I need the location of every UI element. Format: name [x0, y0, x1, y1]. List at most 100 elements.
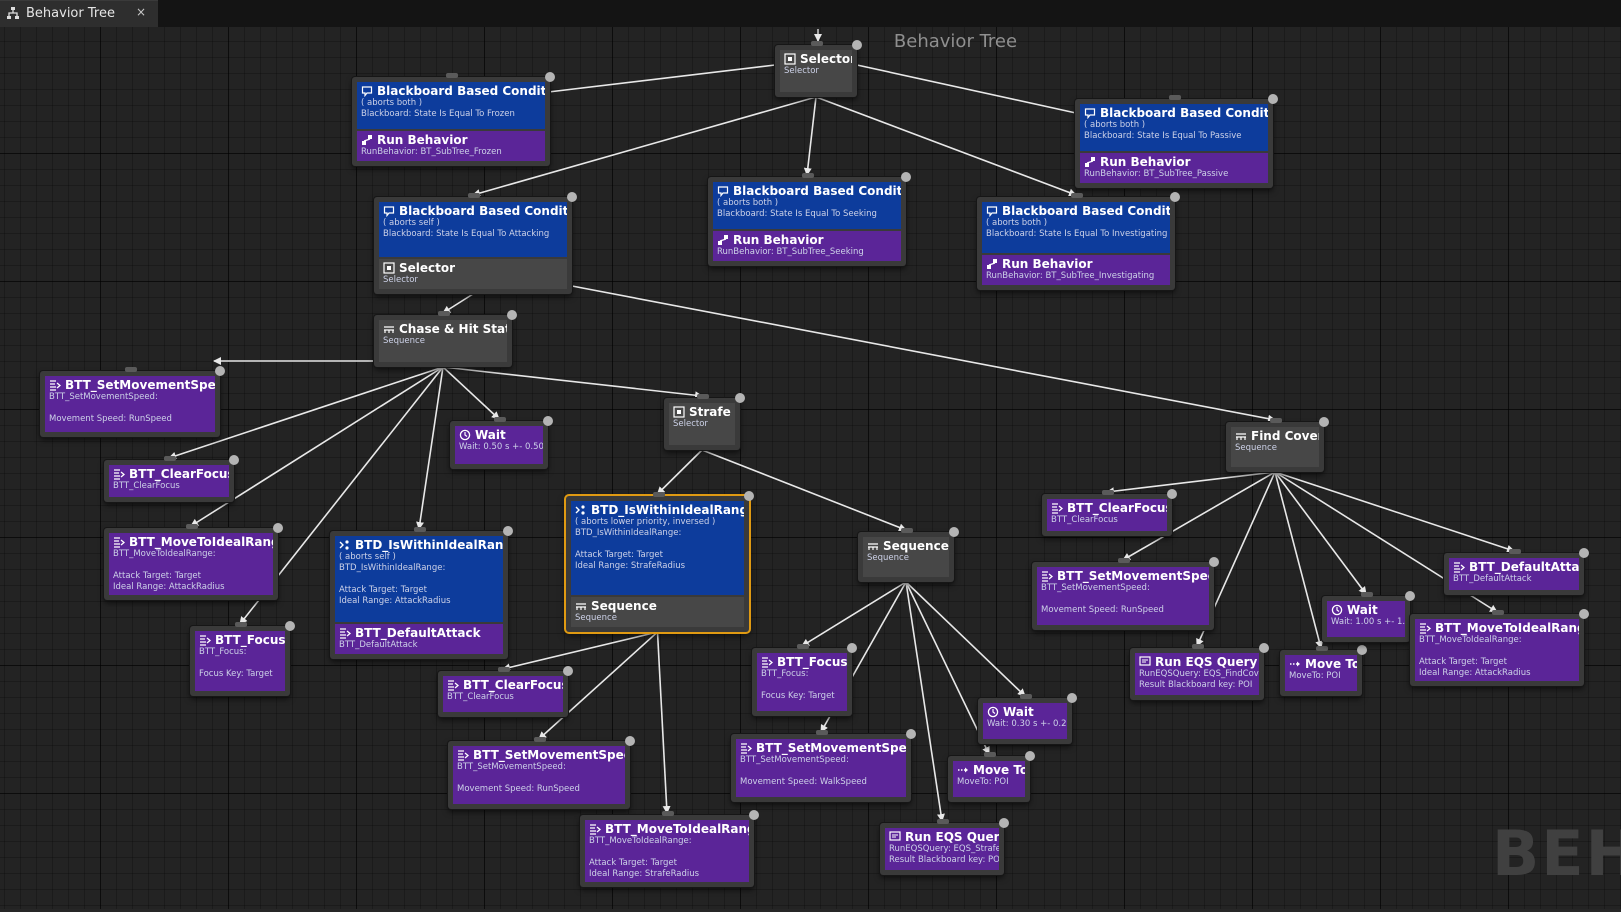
output-pin[interactable]: [229, 455, 239, 465]
node-s2-setspeed[interactable]: BTT_SetMovementSpeedBTT_SetMovementSpeed…: [731, 729, 916, 802]
input-pin[interactable]: [697, 394, 709, 399]
output-pin[interactable]: [563, 666, 573, 676]
input-pin[interactable]: [652, 492, 665, 497]
output-pin[interactable]: [545, 72, 555, 82]
input-pin[interactable]: [125, 367, 137, 372]
output-pin[interactable]: [625, 736, 635, 746]
output-pin[interactable]: [906, 729, 916, 739]
node-frozen[interactable]: Blackboard Based Condition( aborts both …: [352, 72, 555, 166]
input-pin[interactable]: [1192, 644, 1204, 649]
output-pin[interactable]: [1319, 417, 1329, 427]
output-pin[interactable]: [1579, 548, 1589, 558]
input-pin[interactable]: [164, 456, 176, 461]
output-pin[interactable]: [507, 310, 517, 320]
input-pin[interactable]: [1071, 193, 1083, 198]
output-pin[interactable]: [999, 818, 1009, 828]
task-block[interactable]: BTT_SetMovementSpeedBTT_SetMovementSpeed…: [736, 739, 906, 797]
input-pin[interactable]: [438, 311, 450, 316]
output-pin[interactable]: [285, 621, 295, 631]
input-pin[interactable]: [1020, 694, 1032, 699]
input-pin[interactable]: [1361, 592, 1373, 597]
close-icon[interactable]: ×: [136, 5, 147, 19]
node-ch-setspeed[interactable]: BTT_SetMovementSpeedBTT_SetMovementSpeed…: [40, 366, 225, 437]
input-pin[interactable]: [186, 524, 198, 529]
output-pin[interactable]: [567, 192, 577, 202]
input-pin[interactable]: [662, 811, 674, 816]
output-pin[interactable]: [273, 523, 283, 533]
node-seeking[interactable]: Blackboard Based Condition( aborts both …: [708, 172, 911, 266]
input-pin[interactable]: [494, 417, 506, 422]
tab-behavior-tree[interactable]: Behavior Tree ×: [0, 0, 158, 28]
output-pin[interactable]: [1405, 591, 1415, 601]
input-pin[interactable]: [1118, 558, 1130, 563]
output-pin[interactable]: [1025, 751, 1035, 761]
decorator-block[interactable]: Blackboard Based Condition( aborts self …: [379, 202, 567, 257]
input-pin[interactable]: [802, 173, 814, 178]
input-pin[interactable]: [797, 644, 809, 649]
decorator-block[interactable]: BTD_IsWithinIdealRange( aborts self )BTD…: [335, 536, 503, 622]
output-pin[interactable]: [1268, 94, 1278, 104]
output-pin[interactable]: [1579, 609, 1589, 619]
task-block[interactable]: BTT_SetMovementSpeedBTT_SetMovementSpeed…: [45, 376, 215, 432]
output-pin[interactable]: [949, 527, 959, 537]
input-pin[interactable]: [498, 667, 510, 672]
output-pin[interactable]: [1170, 192, 1180, 202]
output-pin[interactable]: [847, 643, 857, 653]
input-pin[interactable]: [534, 737, 546, 742]
decorator-block[interactable]: Blackboard Based Condition( aborts both …: [357, 82, 545, 129]
output-pin[interactable]: [503, 526, 513, 536]
output-pin[interactable]: [852, 40, 862, 50]
input-pin[interactable]: [1509, 549, 1521, 554]
decorator-block[interactable]: Blackboard Based Condition( aborts both …: [713, 182, 901, 229]
input-pin[interactable]: [1492, 610, 1504, 615]
input-pin[interactable]: [1102, 490, 1114, 495]
output-pin[interactable]: [749, 810, 759, 820]
input-pin[interactable]: [1316, 646, 1328, 651]
node-passive[interactable]: Blackboard Based Condition( aborts both …: [1075, 94, 1278, 188]
node-investigating[interactable]: Blackboard Based Condition( aborts both …: [977, 192, 1180, 290]
input-pin[interactable]: [1169, 95, 1181, 100]
input-pin[interactable]: [414, 527, 426, 532]
input-pin[interactable]: [468, 193, 480, 198]
output-pin[interactable]: [1357, 645, 1367, 655]
output-pin[interactable]: [1259, 643, 1269, 653]
input-pin[interactable]: [901, 528, 913, 533]
